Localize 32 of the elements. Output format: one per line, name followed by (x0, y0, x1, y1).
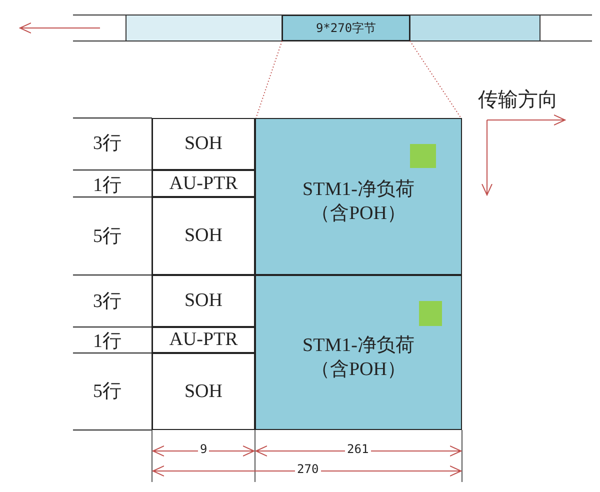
cell-label: STM1-净负荷 (302, 178, 414, 202)
cell-label: 9*270字节 (316, 20, 376, 36)
heading-label: 传输方向 (478, 86, 558, 113)
cell-label: AU-PTR (169, 172, 238, 196)
connector-line (410, 40, 462, 118)
overhead-cell (152, 118, 255, 170)
payload-block (255, 118, 462, 275)
cell-label: SOH (184, 224, 222, 248)
row-count: 3行 (93, 132, 122, 156)
row-count: 1行 (93, 330, 122, 354)
dimension-value: 261 (345, 442, 371, 456)
row-count: 1行 (93, 174, 122, 198)
row-count: 5行 (93, 380, 122, 404)
pointer-cell (152, 327, 255, 353)
overhead-cell (152, 353, 255, 430)
row-count: 5行 (93, 225, 122, 249)
payload-block (255, 275, 462, 430)
cell-note: （含POH） (310, 358, 406, 382)
cell-label: AU-PTR (169, 328, 238, 352)
overhead-cell (152, 197, 255, 275)
frame-segment (282, 15, 410, 41)
cell-label: SOH (184, 289, 222, 313)
cell-note: （含POH） (310, 202, 406, 226)
dimension-value: 9 (198, 442, 210, 456)
dimension-value: 270 (295, 462, 321, 476)
row-count: 3行 (93, 290, 122, 314)
connector-line (256, 40, 282, 118)
cell-label: SOH (184, 132, 222, 156)
pointer-cell (152, 170, 255, 197)
cell-label: SOH (184, 380, 222, 404)
overhead-cell (152, 275, 255, 327)
cell-label: STM1-净负荷 (302, 334, 414, 358)
